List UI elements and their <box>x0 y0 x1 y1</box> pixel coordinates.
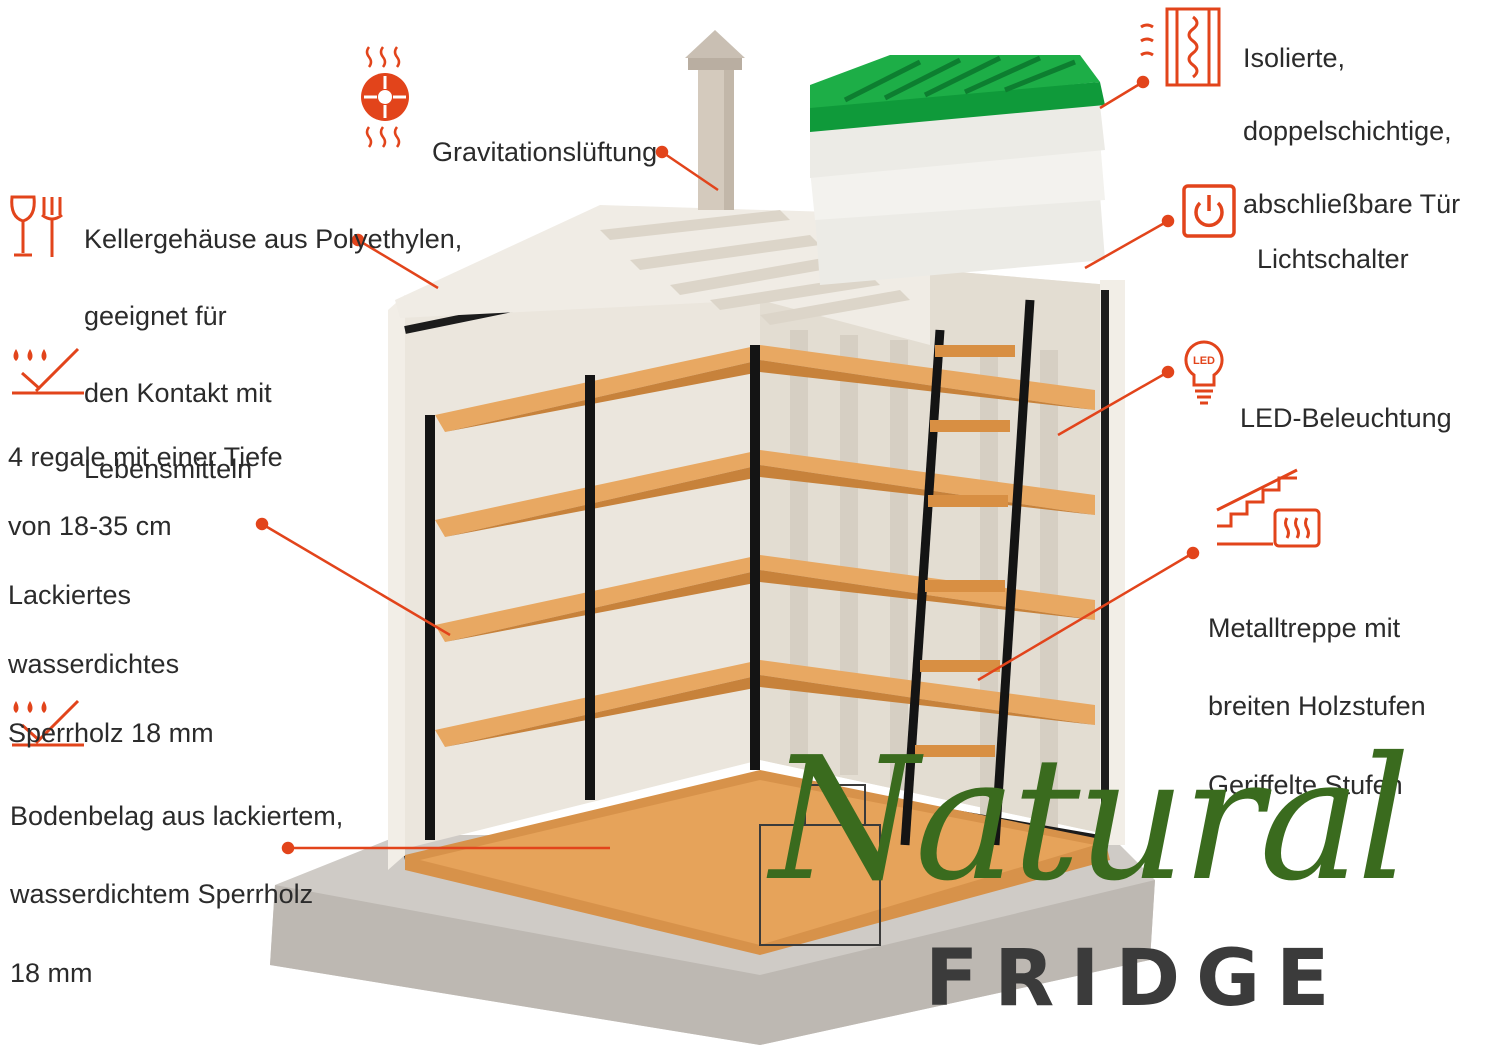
floor-line-2: wasserdichtem Sperrholz <box>10 879 314 910</box>
shelves-line-4: wasserdichtes <box>8 648 180 679</box>
shelves-label: 4 regale mit einer Tiefe von 18-35 cm La… <box>8 405 283 785</box>
led-badge-text: LED <box>1193 355 1215 367</box>
stairs-line-2: breiten Holzstufen <box>1208 691 1426 722</box>
switch-label: Lichtschalter <box>1257 207 1409 312</box>
entrance-hatch <box>810 55 1105 285</box>
door-label: Isolierte, doppelschichtige, abschließba… <box>1243 4 1460 259</box>
shelves-line-5: Sperrholz 18 mm <box>8 717 214 748</box>
shelves-line-2: von 18-35 cm <box>8 510 172 541</box>
switch-text: Lichtschalter <box>1257 244 1409 275</box>
brand-logo-script: Natural <box>770 721 1411 919</box>
heated-stairs-icon <box>1216 468 1321 548</box>
callout-lines <box>255 75 1200 855</box>
metal-staircase <box>900 299 1035 846</box>
door-line-3: abschließbare Tür <box>1243 189 1461 220</box>
floor-line-3: 18 mm <box>10 957 93 988</box>
power-switch-icon <box>1182 184 1236 238</box>
brand-logo-word: FRIDGE <box>925 934 1346 1024</box>
ventilation-text: Gravitationslüftung <box>432 137 658 168</box>
led-label: LED-Beleuchtung <box>1240 366 1452 471</box>
food-safe-icon <box>10 195 63 257</box>
shelf-3 <box>435 555 1095 642</box>
shelves <box>425 345 1095 840</box>
housing-label: Kellergehäuse aus Polyethylen, geeignet … <box>84 182 462 527</box>
led-bulb-icon: LED <box>1184 340 1224 405</box>
shelves-line-3: Lackiertes <box>8 579 132 610</box>
insulated-door-icon <box>1140 7 1221 87</box>
fan-heat-icon <box>361 46 409 148</box>
floor-line-1: Bodenbelag aus lackiertem, <box>10 801 344 832</box>
wooden-floor <box>405 770 1110 955</box>
ventilation-label: Gravitationslüftung <box>432 100 657 205</box>
shelf-1 <box>435 345 1095 432</box>
waterproof-icon <box>12 347 84 395</box>
shelves-line-1: 4 regale mit einer Tiefe <box>8 441 283 472</box>
housing-line-2: geeignet für <box>84 300 227 331</box>
housing-line-4: Lebensmitteln <box>84 454 253 485</box>
shelf-4 <box>435 660 1095 747</box>
stairs-line-1: Metalltreppe mit <box>1208 613 1401 644</box>
door-line-1: Isolierte, <box>1243 43 1346 74</box>
floor-label: Bodenbelag aus lackiertem, wasserdichtem… <box>10 758 343 1032</box>
ventilation-chimney <box>685 30 745 210</box>
housing-line-3: den Kontakt mit <box>84 377 272 408</box>
shelf-2 <box>435 450 1095 537</box>
stairs-line-3: Geriffelte Stufen <box>1208 769 1403 800</box>
stairs-label: Metalltreppe mit breiten Holzstufen Geri… <box>1208 570 1426 844</box>
led-text: LED-Beleuchtung <box>1240 403 1452 434</box>
logo-hatch-outline <box>759 784 881 946</box>
ribbed-ceiling <box>395 205 930 345</box>
door-line-2: doppelschichtige, <box>1243 116 1452 147</box>
housing-line-1: Kellergehäuse aus Polyethylen, <box>84 224 463 255</box>
waterproof-icon <box>12 699 84 747</box>
